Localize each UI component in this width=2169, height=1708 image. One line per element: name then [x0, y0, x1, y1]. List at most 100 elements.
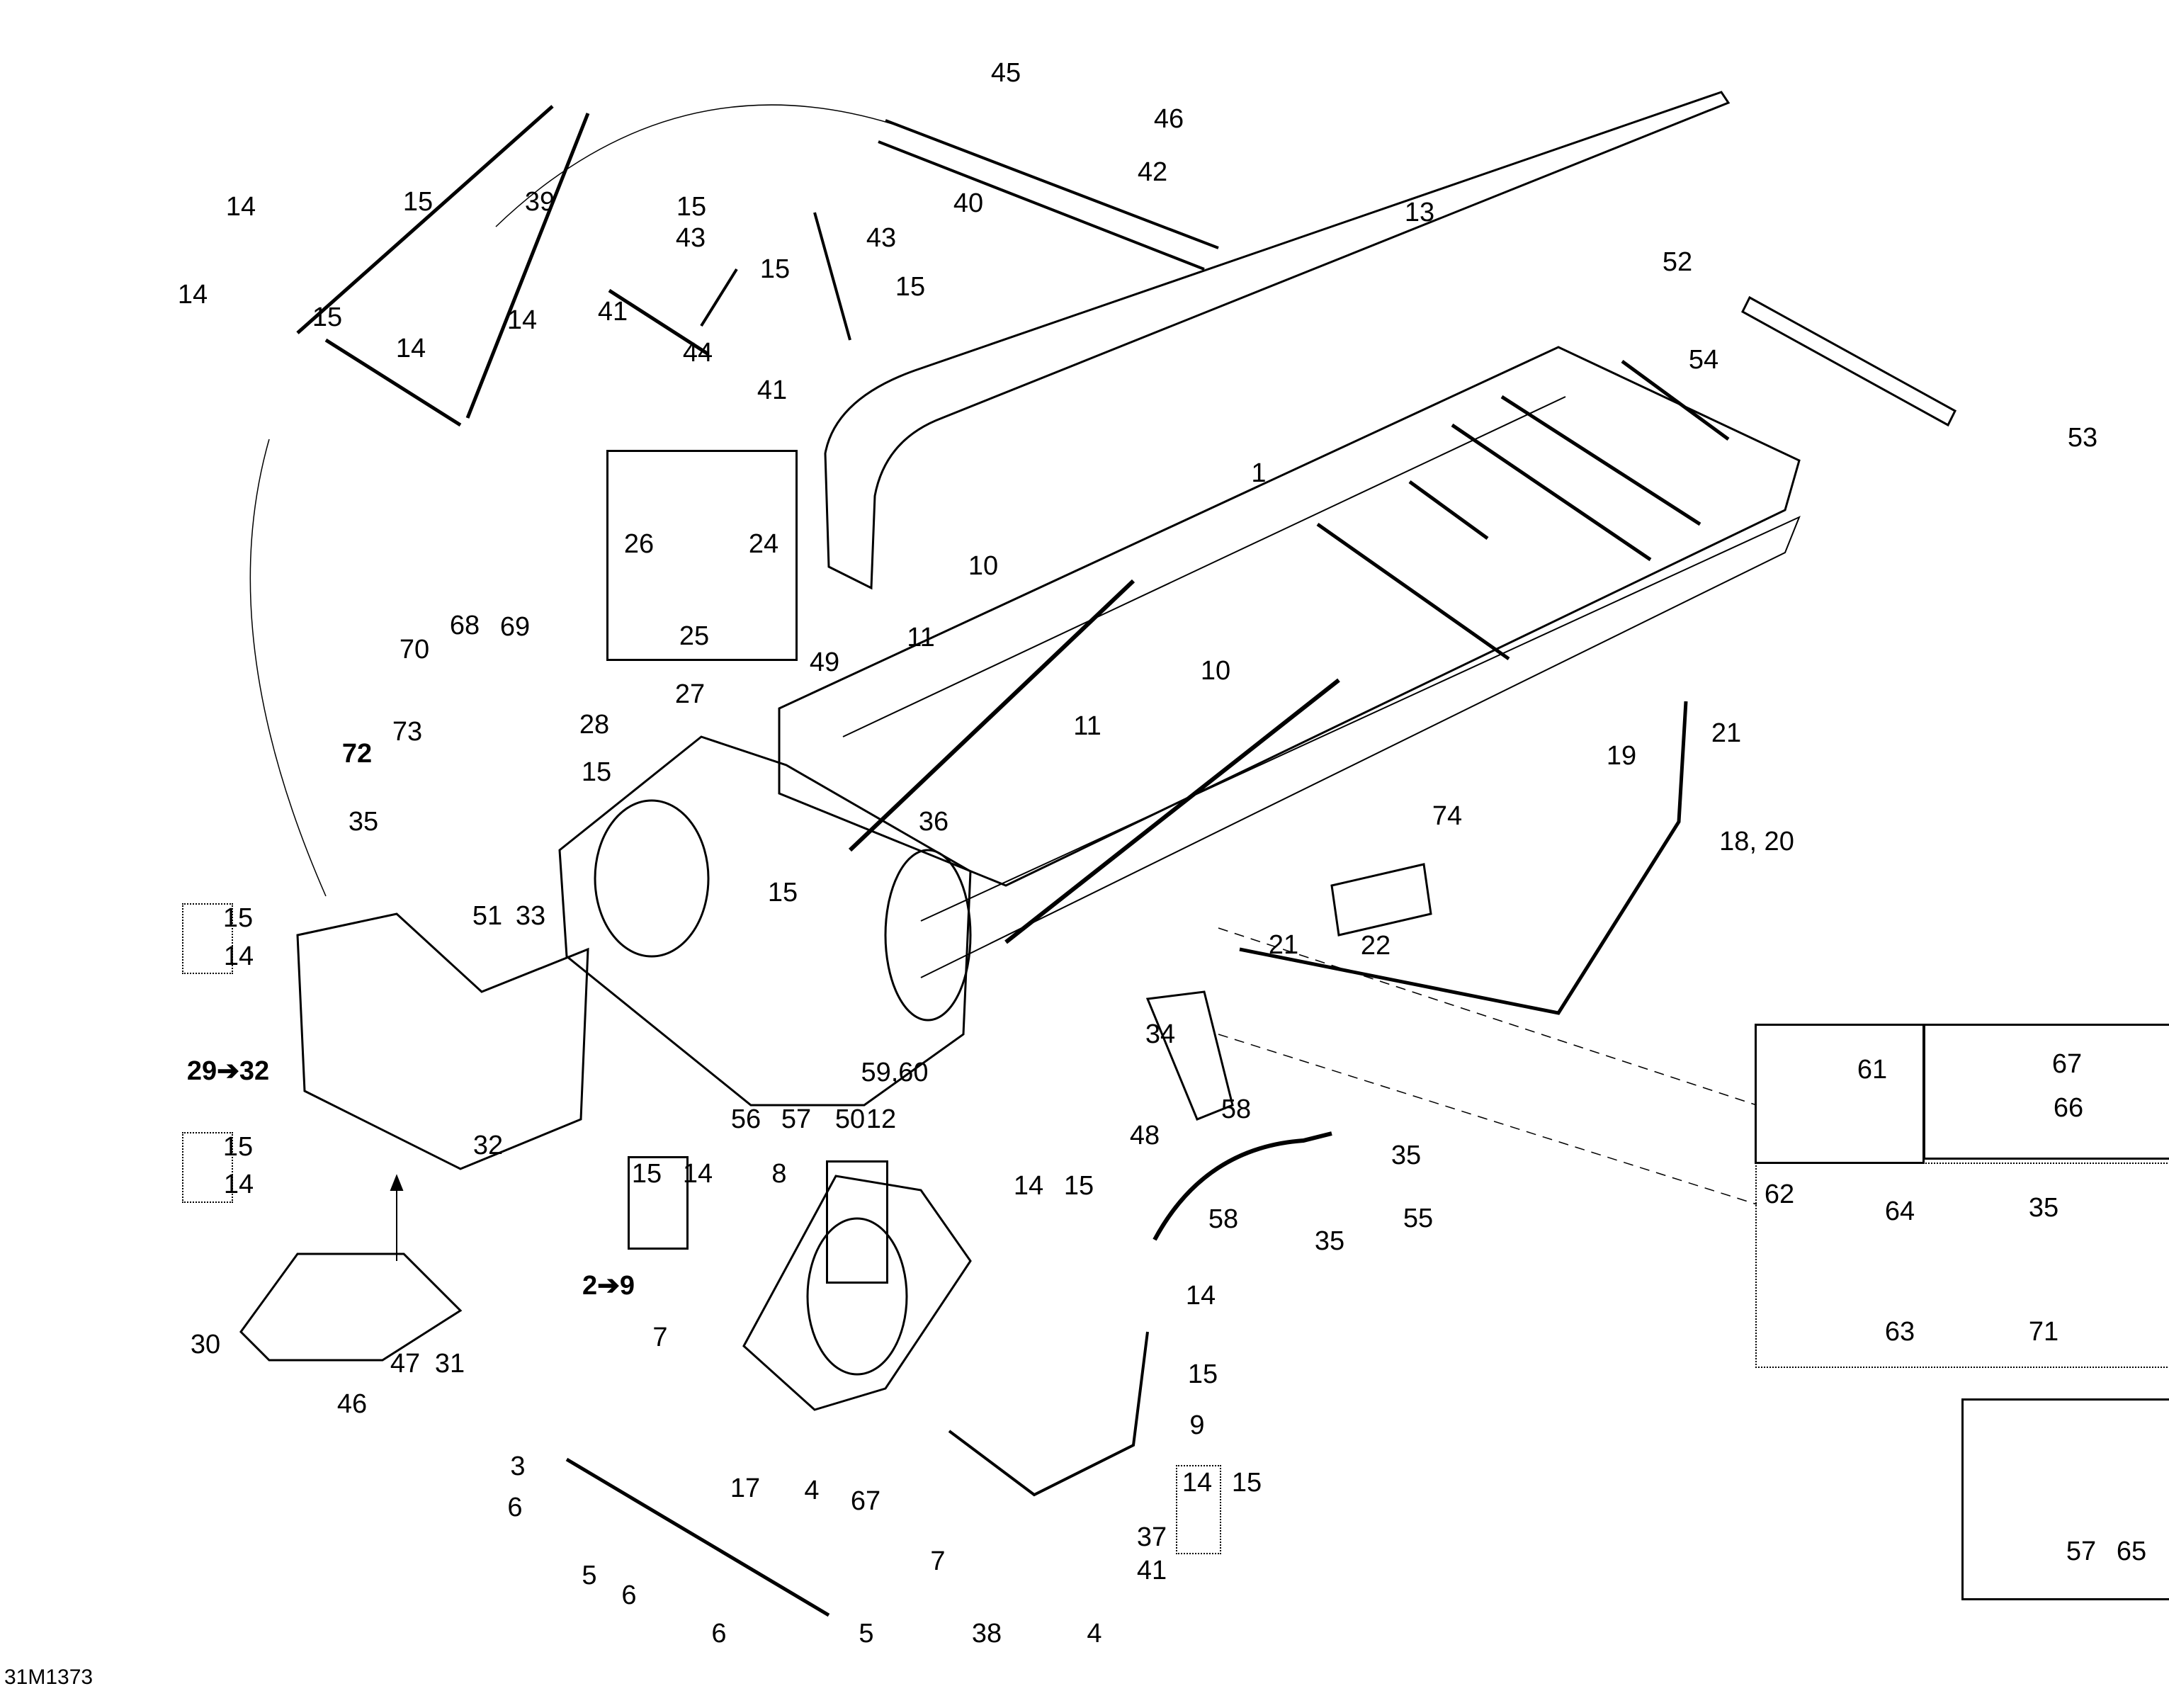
- callout-15[interactable]: 15: [1063, 1171, 1094, 1201]
- callout-3[interactable]: 3: [510, 1452, 526, 1481]
- callout-21[interactable]: 21: [1711, 718, 1742, 748]
- callout-15[interactable]: 15: [767, 878, 798, 907]
- callout-55[interactable]: 55: [1403, 1204, 1434, 1233]
- callout-15[interactable]: 15: [402, 187, 434, 217]
- callout-72[interactable]: 72: [341, 739, 373, 769]
- callout-11[interactable]: 11: [1073, 711, 1102, 741]
- callout-14[interactable]: 14: [1185, 1281, 1216, 1311]
- callout-6[interactable]: 6: [621, 1580, 637, 1610]
- callout-65[interactable]: 65: [2116, 1537, 2147, 1566]
- callout-33[interactable]: 33: [515, 901, 546, 931]
- callout-9[interactable]: 9: [1189, 1410, 1205, 1440]
- callout-4[interactable]: 4: [1087, 1619, 1102, 1648]
- callout-70[interactable]: 70: [399, 635, 430, 664]
- callout-41[interactable]: 41: [757, 375, 788, 405]
- callout-27[interactable]: 27: [674, 679, 706, 709]
- callout-14[interactable]: 14: [506, 305, 538, 335]
- callout-8[interactable]: 8: [771, 1159, 787, 1189]
- callout-25[interactable]: 25: [679, 621, 710, 651]
- callout-52[interactable]: 52: [1662, 247, 1693, 277]
- callout-45[interactable]: 45: [990, 58, 1021, 88]
- callout-62[interactable]: 62: [1764, 1180, 1795, 1209]
- callout-67[interactable]: 67: [2051, 1049, 2083, 1079]
- callout-26[interactable]: 26: [623, 529, 655, 559]
- callout-13[interactable]: 13: [1404, 198, 1435, 227]
- callout-49[interactable]: 49: [809, 647, 840, 677]
- callout-35[interactable]: 35: [2028, 1193, 2059, 1223]
- callout-71[interactable]: 71: [2028, 1317, 2059, 1347]
- callout-14[interactable]: 14: [223, 941, 254, 971]
- callout-15[interactable]: 15: [222, 903, 254, 933]
- callout-22[interactable]: 22: [1360, 931, 1391, 961]
- callout-6[interactable]: 6: [711, 1619, 727, 1648]
- callout-19[interactable]: 19: [1606, 741, 1637, 771]
- callout-5[interactable]: 5: [582, 1561, 597, 1590]
- callout-64[interactable]: 64: [1884, 1197, 1915, 1226]
- callout-46[interactable]: 46: [1153, 104, 1184, 134]
- callout-15[interactable]: 15: [1231, 1468, 1262, 1498]
- callout-58[interactable]: 58: [1208, 1204, 1239, 1234]
- callout-2-9[interactable]: 2➔9: [582, 1271, 635, 1301]
- callout-24[interactable]: 24: [748, 529, 779, 559]
- callout-59-60[interactable]: 59,60: [861, 1058, 929, 1087]
- callout-15[interactable]: 15: [631, 1159, 662, 1189]
- callout-66[interactable]: 66: [2053, 1093, 2084, 1123]
- callout-69[interactable]: 69: [499, 612, 531, 642]
- callout-21[interactable]: 21: [1268, 930, 1299, 960]
- callout-41[interactable]: 41: [1136, 1556, 1167, 1585]
- callout-14[interactable]: 14: [1013, 1171, 1044, 1201]
- callout-68[interactable]: 68: [449, 611, 480, 640]
- callout-6[interactable]: 6: [507, 1493, 523, 1522]
- callout-67[interactable]: 67: [850, 1486, 881, 1516]
- callout-29-32[interactable]: 29➔32: [186, 1056, 270, 1086]
- callout-41[interactable]: 41: [597, 297, 628, 327]
- callout-54[interactable]: 54: [1688, 345, 1719, 375]
- callout-44[interactable]: 44: [682, 338, 713, 368]
- callout-61[interactable]: 61: [1857, 1055, 1888, 1085]
- callout-14[interactable]: 14: [682, 1159, 713, 1189]
- callout-43[interactable]: 43: [675, 223, 706, 253]
- callout-7[interactable]: 7: [930, 1546, 946, 1576]
- callout-10[interactable]: 10: [968, 551, 999, 581]
- callout-63[interactable]: 63: [1884, 1317, 1915, 1347]
- callout-15[interactable]: 15: [676, 192, 707, 222]
- callout-15[interactable]: 15: [581, 757, 612, 787]
- callout-58[interactable]: 58: [1221, 1095, 1252, 1124]
- callout-15[interactable]: 15: [1187, 1359, 1218, 1389]
- callout-18-20[interactable]: 18, 20: [1719, 827, 1794, 856]
- callout-40[interactable]: 40: [953, 188, 984, 218]
- callout-12[interactable]: 12: [866, 1104, 897, 1134]
- callout-43[interactable]: 43: [866, 223, 897, 253]
- callout-57[interactable]: 57: [2066, 1537, 2097, 1566]
- callout-14[interactable]: 14: [1182, 1468, 1213, 1498]
- callout-10[interactable]: 10: [1200, 656, 1231, 686]
- callout-4[interactable]: 4: [804, 1476, 820, 1505]
- callout-14[interactable]: 14: [223, 1170, 254, 1199]
- callout-5[interactable]: 5: [859, 1619, 874, 1648]
- callout-74[interactable]: 74: [1432, 801, 1463, 831]
- callout-48[interactable]: 48: [1129, 1121, 1160, 1150]
- callout-73[interactable]: 73: [392, 717, 423, 747]
- callout-36[interactable]: 36: [918, 807, 949, 837]
- callout-14[interactable]: 14: [177, 280, 208, 310]
- callout-50[interactable]: 50: [834, 1104, 866, 1134]
- callout-38[interactable]: 38: [971, 1619, 1002, 1648]
- callout-15[interactable]: 15: [222, 1132, 254, 1162]
- callout-51[interactable]: 51: [472, 901, 503, 931]
- callout-35[interactable]: 35: [1391, 1141, 1422, 1170]
- callout-34[interactable]: 34: [1145, 1019, 1176, 1049]
- callout-35[interactable]: 35: [1314, 1226, 1345, 1256]
- callout-14[interactable]: 14: [395, 334, 426, 363]
- callout-30[interactable]: 30: [190, 1330, 221, 1359]
- callout-28[interactable]: 28: [579, 710, 610, 740]
- callout-7[interactable]: 7: [652, 1323, 668, 1352]
- callout-46[interactable]: 46: [336, 1389, 368, 1419]
- callout-47[interactable]: 47: [390, 1349, 421, 1379]
- callout-15[interactable]: 15: [759, 254, 791, 284]
- callout-15[interactable]: 15: [895, 272, 926, 302]
- callout-15[interactable]: 15: [312, 302, 343, 332]
- callout-14[interactable]: 14: [225, 192, 256, 222]
- callout-11[interactable]: 11: [907, 623, 935, 652]
- callout-32[interactable]: 32: [472, 1131, 504, 1160]
- callout-53[interactable]: 53: [2067, 423, 2098, 453]
